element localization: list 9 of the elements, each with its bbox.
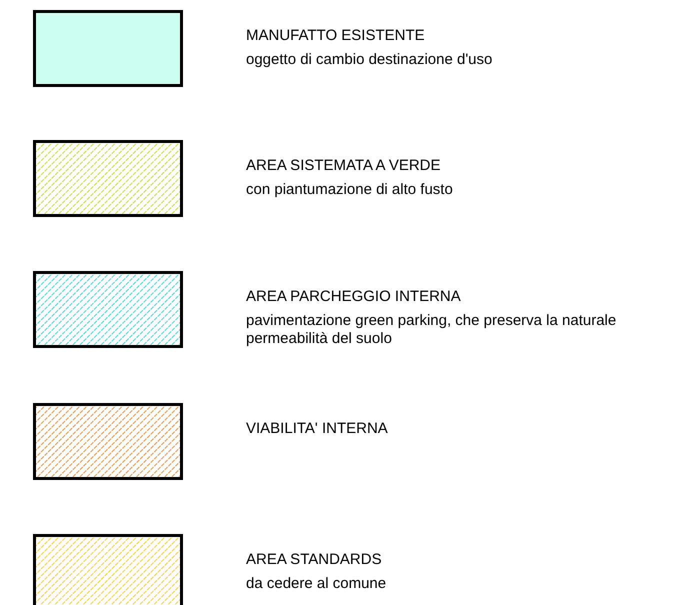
legend-description: pavimentazione green parking, che preserva la naturale permeabilità del suolo <box>246 312 618 348</box>
legend-heading: AREA SISTEMATA A VERDE <box>246 157 441 174</box>
legend-description: oggetto di cambio destinazione d'uso <box>246 51 494 69</box>
legend-description: da cedere al comune <box>246 575 388 593</box>
legend-heading: MANUFATTO ESISTENTE <box>246 27 425 44</box>
legend-heading: VIABILITA' INTERNA <box>246 420 388 437</box>
legend-heading: AREA STANDARDS <box>246 551 382 568</box>
legend-heading: AREA PARCHEGGIO INTERNA <box>246 288 461 305</box>
legend-description: con piantumazione di alto fusto <box>246 181 454 199</box>
